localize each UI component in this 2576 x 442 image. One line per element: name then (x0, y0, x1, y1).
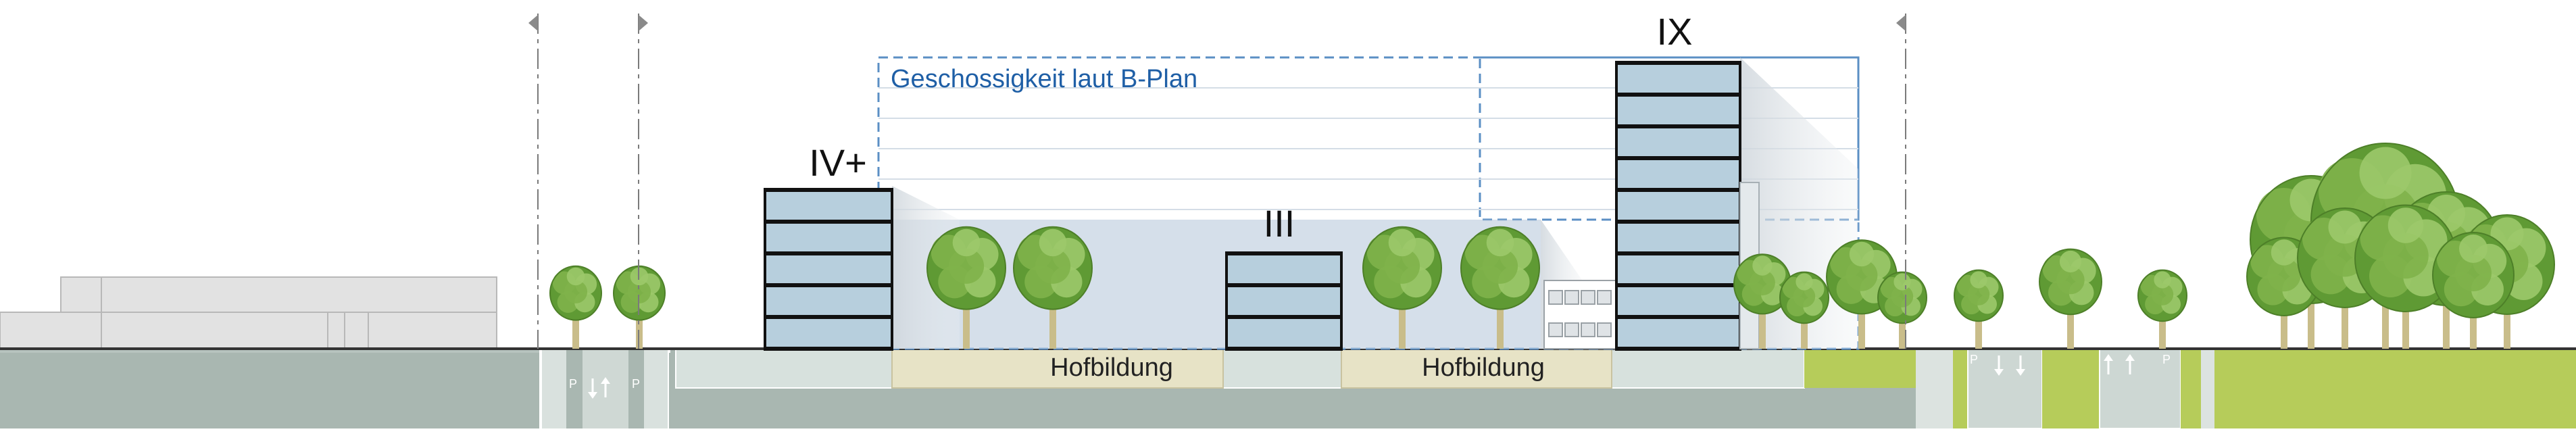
ramp-arrow-icon (588, 378, 597, 399)
dimension-lines (537, 14, 1906, 349)
ramp-arrow-icon (2104, 354, 2113, 374)
parking-icon: P (569, 377, 577, 391)
facade (1616, 63, 1740, 349)
tree-icon (1877, 271, 1927, 349)
parking-icon: P (1970, 353, 1978, 366)
right-green-mid (2042, 349, 2100, 428)
tree-icon (926, 226, 1006, 349)
courtyard-label-2: Hofbildung (1422, 353, 1545, 382)
small-house (1543, 280, 1619, 349)
building-shadow-1 (892, 186, 960, 349)
parking-icon: P (632, 377, 640, 391)
right-garage-b (2099, 348, 2181, 429)
tree-icon (2354, 204, 2457, 349)
tree-icon (2137, 269, 2187, 349)
tree-icon (1013, 226, 1093, 349)
green-strip-1 (1804, 349, 1916, 388)
courtyard-band-1 (891, 348, 1224, 389)
right-green-park (2214, 349, 2576, 428)
facade (765, 190, 892, 349)
tree-icon (2432, 232, 2515, 349)
tree-icon (1362, 226, 1442, 349)
courtyard-band-2 (1341, 348, 1612, 389)
neighbour-building (0, 276, 497, 349)
ramp-arrow-icon (601, 377, 610, 397)
parking-icons: P P P P (569, 353, 2171, 399)
trees (549, 143, 2555, 349)
building-label-ix: IX (1657, 10, 1693, 53)
ramp-arrow-icon (1994, 355, 2004, 376)
facade (1227, 253, 1341, 349)
parking-icon: P (2162, 353, 2171, 366)
tree-icon (1460, 226, 1540, 349)
right-garage-a (1967, 348, 2043, 429)
tree-icon (549, 265, 602, 349)
tree-icon (2246, 237, 2322, 349)
building-iv-plus (764, 188, 893, 351)
building-iii (1225, 251, 1343, 351)
courtyard-label-1: Hofbildung (1050, 353, 1173, 382)
building-ix (1615, 61, 1741, 351)
bplan-label: Geschossigkeit laut B-Plan (891, 65, 1197, 93)
tree-icon (1779, 271, 1829, 349)
green-strip-2 (1953, 349, 1968, 428)
right-sidewalk (2201, 349, 2214, 428)
building-label-iv-plus: IV+ (809, 141, 867, 184)
dimension-arrow-icon (528, 15, 1906, 31)
tree-icon (1954, 269, 2004, 349)
tree-icon (2039, 248, 2102, 349)
building-label-iii: III (1264, 202, 1295, 245)
ramp-arrow-icon (2016, 355, 2025, 376)
podium-strip (675, 348, 1805, 389)
ground-left (0, 349, 541, 353)
ramp-arrow-icon (2125, 354, 2135, 374)
right-green-large (2181, 349, 2201, 428)
